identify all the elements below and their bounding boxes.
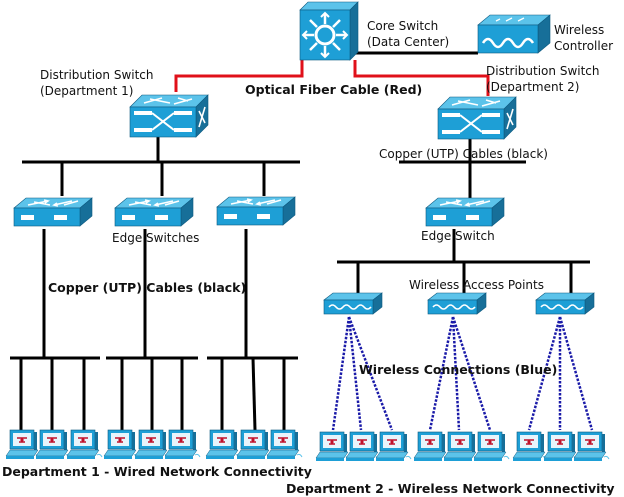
workstation-icon[interactable] <box>5 429 42 460</box>
edge-switch-icon[interactable] <box>13 197 93 227</box>
access-point-icon[interactable] <box>427 292 487 315</box>
workstation-icon[interactable] <box>375 431 412 462</box>
dist2-label-line2: (Department 2) <box>486 80 579 94</box>
core-switch-label-line1: Core Switch <box>367 19 438 33</box>
access-point-icon[interactable] <box>323 292 383 315</box>
distribution-switch-dept1-icon[interactable] <box>129 94 209 138</box>
fiber-cable-dept1 <box>174 60 304 92</box>
copper-dept1-label: Copper (UTP) Cables (black) <box>48 280 246 295</box>
workstation-icon[interactable] <box>443 431 480 462</box>
fiber-cable-dept2 <box>353 60 490 96</box>
wireless-controller-label-line1: Wireless <box>554 23 604 37</box>
core-switch-icon[interactable] <box>298 0 360 62</box>
workstation-icon[interactable] <box>573 431 610 462</box>
dept2-workstations <box>315 431 610 462</box>
workstation-icon[interactable] <box>35 429 72 460</box>
workstation-icon[interactable] <box>543 431 580 462</box>
fiber-cable-label: Optical Fiber Cable (Red) <box>245 82 422 97</box>
dist1-label-line1: Distribution Switch <box>40 68 154 82</box>
workstation-icon[interactable] <box>266 429 303 460</box>
workstation-icon[interactable] <box>164 429 201 460</box>
edge-switch-label: Edge Switch <box>421 229 495 243</box>
wireless-aps-label: Wireless Access Points <box>409 278 544 292</box>
workstation-icon[interactable] <box>205 429 242 460</box>
workstation-icon[interactable] <box>236 429 273 460</box>
core-switch-label-line2: (Data Center) <box>367 35 449 49</box>
workstation-icon[interactable] <box>345 431 382 462</box>
workstation-icon[interactable] <box>134 429 171 460</box>
wireless-controller-icon[interactable] <box>476 13 552 55</box>
dept1-copper-cables <box>10 137 300 431</box>
workstation-icon[interactable] <box>103 429 140 460</box>
dept2-copper-cables <box>337 139 590 293</box>
dept2-caption: Department 2 - Wireless Network Connecti… <box>286 481 615 496</box>
workstation-icon[interactable] <box>66 429 103 460</box>
dist1-label-line2: (Department 1) <box>40 84 133 98</box>
access-point-icon[interactable] <box>535 292 595 315</box>
wireless-links <box>331 316 594 431</box>
copper-dept2-label: Copper (UTP) Cables (black) <box>379 147 548 161</box>
dept1-caption: Department 1 - Wired Network Connectivit… <box>2 464 312 479</box>
workstation-icon[interactable] <box>413 431 450 462</box>
edge-switch-dept2-icon[interactable] <box>425 197 505 227</box>
distribution-switch-dept2-icon[interactable] <box>437 96 517 140</box>
dept1-workstations <box>5 429 303 460</box>
wireless-controller-label-line2: Controller <box>554 39 613 53</box>
edge-switches-label: Edge Switches <box>112 231 199 245</box>
workstation-icon[interactable] <box>512 431 549 462</box>
wireless-connections-label: Wireless Connections (Blue) <box>359 362 557 377</box>
workstation-icon[interactable] <box>315 431 352 462</box>
workstation-icon[interactable] <box>473 431 510 462</box>
edge-switch-icon[interactable] <box>114 197 194 227</box>
fiber-cables <box>174 60 490 96</box>
edge-switch-icon[interactable] <box>216 196 296 226</box>
dist2-label-line1: Distribution Switch <box>486 64 600 78</box>
